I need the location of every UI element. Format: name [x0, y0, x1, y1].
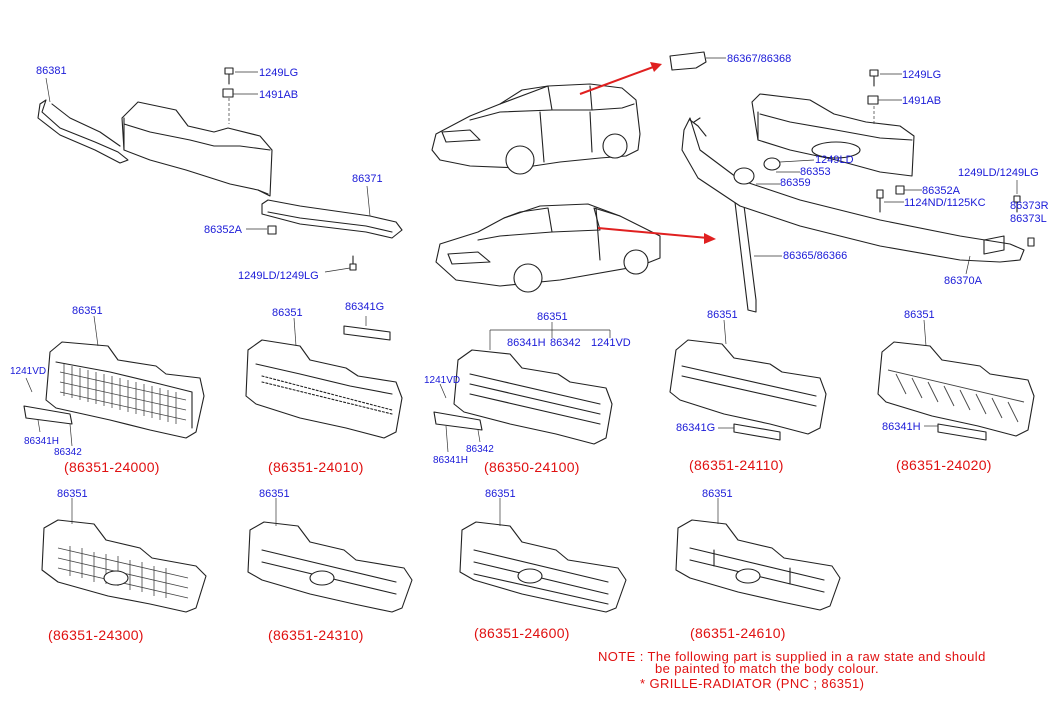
screw-1249ld: [349, 255, 357, 271]
label-1491ab: 1491AB: [259, 89, 298, 101]
lower-bar-86371: [261, 199, 403, 239]
label-1249ld-1249lg: 1249LD/1249LG: [238, 270, 319, 282]
label-g3-1241vd: 1241VD: [424, 375, 460, 386]
label-1491ab-right: 1491AB: [902, 95, 941, 107]
label-g1-1241vd: 1241VD: [10, 366, 46, 377]
label-86373r: 86373R: [1010, 200, 1049, 212]
clip-1491ab: [222, 88, 234, 98]
label-g3-86342: 86342: [466, 444, 494, 455]
screw-1249ld-right: [1013, 195, 1021, 213]
grille-86351-24010: 86341G 86351 (86351-24010): [245, 301, 403, 475]
label-1249lg-right: 1249LG: [902, 69, 941, 81]
label-1124nd-1125kc: 1124ND/1125KC: [904, 197, 986, 209]
screw-1124nd: [876, 189, 884, 213]
pnc-g5: (86351-24020): [896, 457, 992, 473]
label-g2-86351: 86351: [272, 307, 303, 319]
pnc-g3: (86350-24100): [484, 459, 580, 475]
bumper-strip-86370a: [681, 117, 1025, 263]
label-86370a: 86370A: [944, 275, 983, 287]
label-g3-86351: 86351: [537, 311, 568, 323]
label-g3-1241vd-top: 1241VD: [591, 337, 631, 349]
note-line-2: be painted to match the body colour.: [655, 661, 879, 676]
label-1249ld-1249lg-right: 1249LD/1249LG: [958, 167, 1039, 179]
label-g3-86341h: 86341H: [433, 455, 468, 466]
top-left-assembly: 86381 1249LG 1491AB 86371 86352A: [36, 65, 403, 282]
grille-86351-24610: 86351 (86351-24610): [675, 488, 841, 641]
pnc-g7: (86351-24310): [268, 627, 364, 643]
pnc-g4: (86351-24110): [689, 457, 784, 473]
label-g8-86351: 86351: [485, 488, 516, 500]
pnc-g6: (86351-24300): [48, 627, 144, 643]
label-86365-86366: 86365/86366: [783, 250, 847, 262]
pnc-g9: (86351-24610): [690, 625, 786, 641]
label-g4-86341g: 86341G: [676, 422, 715, 434]
grille-86350-24100: 86351 86341H 86342 1241VD 1241VD 86342 8…: [424, 311, 631, 475]
bolt-1249lg-right: [869, 69, 879, 87]
pnc-g2: (86351-24010): [268, 459, 364, 475]
label-g5-86351: 86351: [904, 309, 935, 321]
grille-86351-24310: 86351 (86351-24310): [247, 488, 413, 643]
label-g1-86351: 86351: [72, 305, 103, 317]
red-arrows: [579, 62, 716, 244]
label-86352a: 86352A: [204, 224, 243, 236]
grille-86351-24020: 86341H 86351 (86351-24020): [877, 309, 1035, 473]
label-g1-86342: 86342: [54, 447, 82, 458]
hatchback-car: [431, 83, 641, 175]
label-g1-86341h: 86341H: [24, 436, 59, 447]
bolt-1249lg: [224, 67, 234, 85]
label-86353: 86353: [800, 166, 831, 178]
lower-lip-strip-86381: [37, 99, 129, 164]
note-block: NOTE : The following part is supplied in…: [598, 649, 986, 691]
sedan-car: [435, 203, 661, 293]
grille-86351-24300: 86351 (86351-24300): [41, 488, 207, 643]
label-g9-86351: 86351: [702, 488, 733, 500]
clip-86352a: [267, 225, 277, 235]
grille-86351-24110: 86341G 86351 (86351-24110): [669, 309, 827, 473]
pnc-g8: (86351-24600): [474, 625, 570, 641]
label-86371: 86371: [352, 173, 383, 185]
upper-grille-panel: [121, 101, 273, 197]
pnc-g1: (86351-24000): [64, 459, 160, 475]
label-1249lg: 1249LG: [259, 67, 298, 79]
label-g6-86351: 86351: [57, 488, 88, 500]
label-g2-86341g: 86341G: [345, 301, 384, 313]
pillar-pad-86367: [669, 51, 707, 71]
label-86359: 86359: [780, 177, 811, 189]
label-86367-86368: 86367/86368: [727, 53, 791, 65]
label-86373l: 86373L: [1010, 213, 1047, 225]
grille-86351-24600: 86351 (86351-24600): [459, 488, 627, 641]
right-upper-grille: [751, 93, 915, 177]
label-g3-86341h-top: 86341H: [507, 337, 546, 349]
label-g5-86341h: 86341H: [882, 421, 921, 433]
note-line-3: * GRILLE-RADIATOR (PNC ; 86351): [640, 676, 864, 691]
label-1249ld-right: 1249LD: [815, 154, 854, 166]
label-g3-86342-top: 86342: [550, 337, 581, 349]
label-g4-86351: 86351: [707, 309, 738, 321]
top-right-assembly: 1249LG 1491AB 86370A 1249LD 86353 86359 …: [681, 69, 1049, 287]
note-line-1: NOTE : The following part is supplied in…: [598, 649, 986, 664]
label-86352a-right: 86352A: [922, 185, 961, 197]
grille-86351-24000: 86351 1241VD 86341H 86342 (86351-24000): [10, 305, 205, 475]
label-86381: 86381: [36, 65, 67, 77]
label-g7-86351: 86351: [259, 488, 290, 500]
